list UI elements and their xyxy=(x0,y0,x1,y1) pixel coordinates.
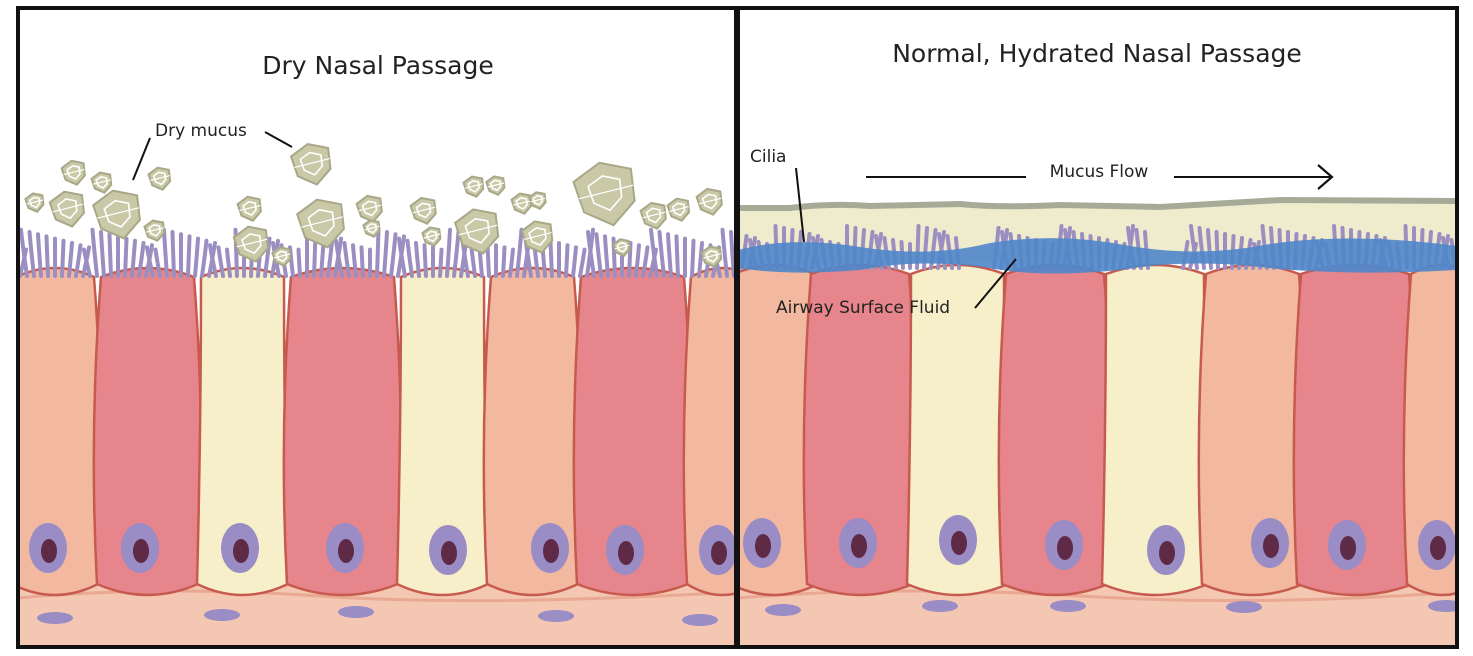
cell-nucleus-core xyxy=(133,539,149,563)
mucus-flow-label: Mucus Flow xyxy=(1050,162,1149,182)
cilia-label: Cilia xyxy=(750,147,786,167)
cilia-icon xyxy=(299,250,301,276)
cilia-icon xyxy=(125,239,127,276)
cell-nucleus-core xyxy=(1057,536,1073,560)
basal-cell-nucleus xyxy=(1226,601,1262,613)
cell-nucleus-core xyxy=(618,541,634,565)
left-cell-row xyxy=(9,268,761,595)
cell-nucleus-core xyxy=(1263,534,1279,558)
left-panel: Dry Nasal Passage Dry mucus xyxy=(9,8,761,652)
cilia-icon xyxy=(362,247,364,276)
dry-mucus-label: Dry mucus xyxy=(155,121,247,141)
cilia-icon xyxy=(425,245,427,276)
cell-nucleus-core xyxy=(441,541,457,565)
cell-nucleus-core xyxy=(338,539,354,563)
cell-nucleus-core xyxy=(711,541,727,565)
cilia-icon xyxy=(692,241,694,276)
cell-nucleus-core xyxy=(851,534,867,558)
asf-label: Airway Surface Fluid xyxy=(776,298,950,318)
cilia-icon xyxy=(551,241,553,276)
basal-cell-nucleus xyxy=(204,609,240,621)
cilia-icon xyxy=(110,234,112,276)
basal-cell-nucleus xyxy=(922,600,958,612)
left-panel-title: Dry Nasal Passage xyxy=(262,51,493,80)
basal-cell-nucleus xyxy=(538,610,574,622)
cell-nucleus-core xyxy=(755,534,771,558)
cilia-icon xyxy=(47,236,49,276)
right-panel-title: Normal, Hydrated Nasal Passage xyxy=(892,39,1302,68)
cell-nucleus-core xyxy=(951,531,967,555)
cell-nucleus-core xyxy=(233,539,249,563)
cell-nucleus-core xyxy=(1340,536,1356,560)
cilia-icon xyxy=(62,241,64,276)
cilia-icon xyxy=(173,232,175,276)
basal-cell-nucleus xyxy=(1050,600,1086,612)
basal-cell-nucleus xyxy=(682,614,718,626)
cilia-icon xyxy=(677,236,679,276)
cilia-icon xyxy=(440,250,442,276)
cilia-icon xyxy=(503,247,505,276)
cilia-icon xyxy=(566,245,568,276)
basal-cell-nucleus xyxy=(765,604,801,616)
cilia-icon xyxy=(377,230,379,276)
right-panel: Normal, Hydrated Nasal Passage Cilia Muc… xyxy=(727,8,1473,652)
cell-nucleus-core xyxy=(1430,536,1446,560)
cell-nucleus-core xyxy=(1159,541,1175,565)
cell-nucleus-core xyxy=(543,539,559,563)
cell-nucleus-core xyxy=(41,539,57,563)
basal-cell-nucleus xyxy=(37,612,73,624)
basal-cell-nucleus xyxy=(338,606,374,618)
cilia-icon xyxy=(188,236,190,276)
